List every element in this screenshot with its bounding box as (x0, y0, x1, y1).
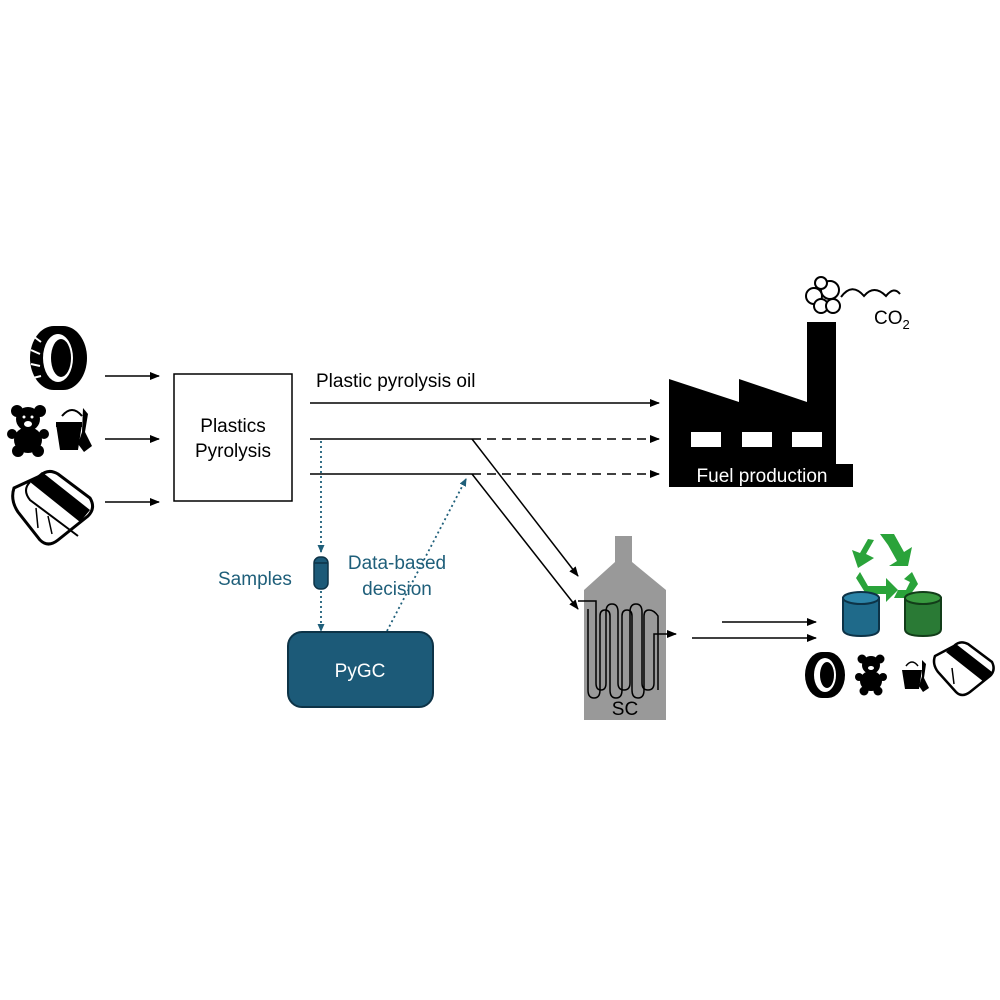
sand-bucket-icon (902, 660, 929, 692)
recycle-icon (852, 534, 918, 602)
decision-label-line2: decision (362, 579, 432, 600)
smoke-icon (805, 276, 841, 314)
factory-icon (669, 276, 901, 487)
tire-icon (30, 326, 87, 390)
teddy-bear-icon (855, 654, 887, 696)
pyrolysis-label-line1: Plastics (200, 416, 265, 437)
tire-icon (805, 652, 845, 698)
teddy-bear-icon (7, 405, 49, 457)
samples-label: Samples (218, 569, 292, 590)
green-barrel-icon (904, 591, 942, 638)
fuel-production-label: Fuel production (697, 466, 828, 487)
pygc-instrument: PyGC (287, 631, 434, 708)
pygc-label: PyGC (335, 661, 386, 682)
sc-label: SC (612, 699, 638, 720)
sand-bucket-icon (56, 408, 92, 452)
pyrolysis-label-line2: Pyrolysis (195, 441, 271, 462)
oil-stream-label: Plastic pyrolysis oil (316, 371, 475, 392)
plastic-bag-icon (11, 469, 95, 546)
co2-label: CO2 (874, 308, 910, 332)
pyrolysis-box: Plastics Pyrolysis (173, 373, 293, 502)
sample-vial-icon (313, 556, 329, 590)
sc-reactor: SC (578, 536, 677, 720)
plastic-bag-icon (932, 641, 995, 697)
decision-label-line1: Data-based (348, 553, 446, 574)
blue-barrel-icon (842, 591, 880, 638)
